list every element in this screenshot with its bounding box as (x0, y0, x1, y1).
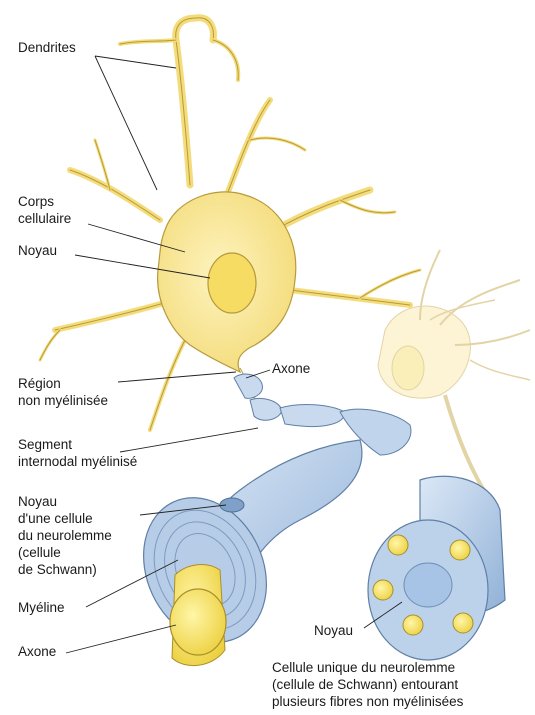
caption-line2: (cellule de Schwann) entourant (272, 677, 458, 693)
label-region-line2: non myélinisée (18, 393, 108, 409)
label-schwann-line5: de Schwann) (18, 562, 97, 578)
cell-nucleus (208, 253, 256, 313)
label-corps-line1: Corps (18, 194, 54, 210)
label-region-line1: Région (18, 376, 61, 392)
label-axone-top: Axone (272, 361, 310, 377)
myelin-segments (234, 374, 411, 455)
label-myeline: Myéline (18, 600, 65, 616)
label-dendrites: Dendrites (18, 40, 76, 56)
label-segment-line2: internodal myélinisé (18, 454, 137, 470)
label-segment-line1: Segment (18, 437, 72, 453)
label-schwann-line3: du neurolemme (18, 528, 112, 544)
label-corps-line2: cellulaire (18, 211, 71, 227)
label-schwann-line2: d'une cellule (18, 511, 93, 527)
background-neuron (378, 250, 530, 500)
unmyelinated-bundle (368, 476, 505, 660)
bundle-nucleus (404, 563, 452, 607)
caption-line3: plusieurs fibres non myélinisées (272, 694, 463, 710)
label-noyau-right: Noyau (314, 623, 353, 639)
axon-core (170, 589, 226, 655)
label-axone-bottom: Axone (18, 644, 56, 660)
label-schwann-line1: Noyau (18, 494, 57, 510)
caption-line1: Cellule unique du neurolemme (272, 660, 455, 676)
label-noyau-top: Noyau (18, 243, 57, 259)
label-schwann-line4: (cellule (18, 545, 61, 561)
